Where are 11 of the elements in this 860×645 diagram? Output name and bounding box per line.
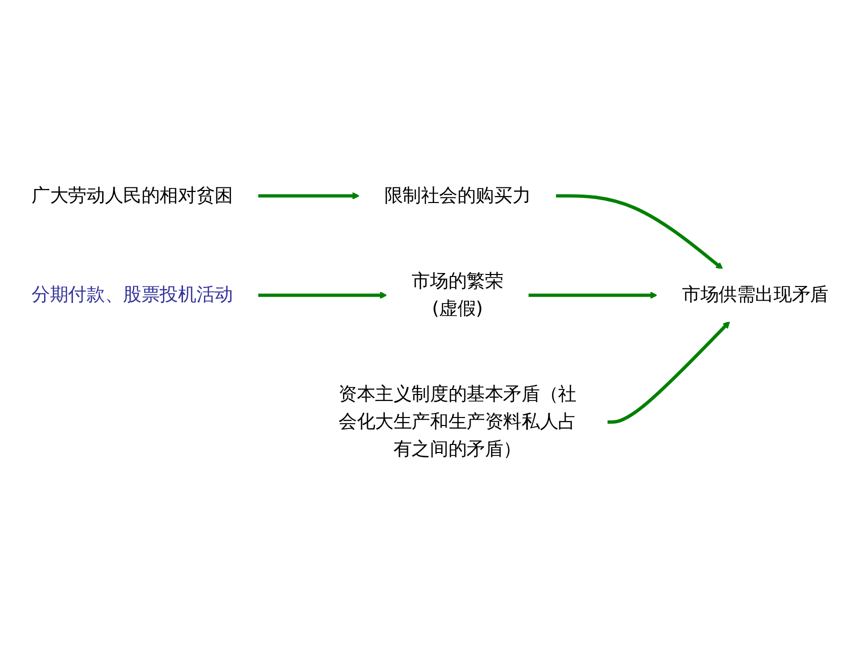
node-text: 资本主义制度的基本矛盾（社会化大生产和生产资料私人占有之间的矛盾） bbox=[338, 384, 576, 460]
arrow bbox=[607, 320, 730, 424]
node-text: 限制社会的购买力 bbox=[384, 185, 531, 206]
arrow bbox=[258, 291, 388, 299]
arrow bbox=[258, 192, 360, 200]
node-text: 市场供需出现矛盾 bbox=[682, 284, 828, 306]
node-text: 市场的繁荣 (虚假) bbox=[412, 270, 504, 320]
node-text: 广大劳动人民的相对贫困 bbox=[32, 185, 233, 206]
arrow bbox=[528, 291, 658, 299]
node-text: 分期付款、股票投机活动 bbox=[32, 284, 233, 306]
arrow bbox=[556, 194, 724, 270]
